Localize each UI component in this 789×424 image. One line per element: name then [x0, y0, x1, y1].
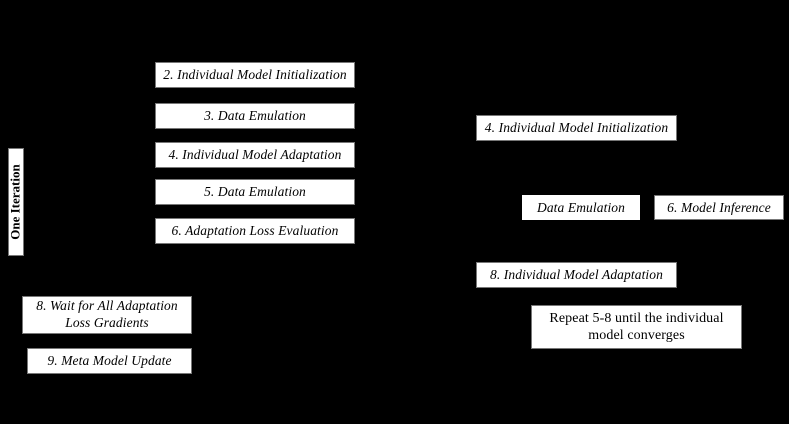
one-iteration-label: One Iteration — [8, 148, 24, 256]
step-data-emulation-5[interactable]: 5. Data Emulation — [155, 179, 355, 205]
note-repeat-until-converges[interactable]: Repeat 5-8 until the individual model co… — [531, 305, 742, 349]
step-data-emulation-dashed[interactable]: Data Emulation — [522, 195, 640, 220]
one-iteration-label-text: One Iteration — [8, 164, 23, 240]
step-adaptation-loss-evaluation-6[interactable]: 6. Adaptation Loss Evaluation — [155, 218, 355, 244]
step-individual-model-adaptation-4[interactable]: 4. Individual Model Adaptation — [155, 142, 355, 168]
step-model-inference-6[interactable]: 6. Model Inference — [654, 195, 784, 220]
step-data-emulation-3[interactable]: 3. Data Emulation — [155, 103, 355, 129]
step-meta-model-update-9[interactable]: 9. Meta Model Update — [27, 348, 192, 374]
step-individual-model-adaptation-8[interactable]: 8. Individual Model Adaptation — [476, 262, 677, 288]
step-individual-model-initialization-center[interactable]: 2. Individual Model Initialization — [155, 62, 355, 88]
step-wait-for-all-adaptation-loss-gradients-8[interactable]: 8. Wait for All Adaptation Loss Gradient… — [22, 296, 192, 334]
step-individual-model-initialization-right[interactable]: 4. Individual Model Initialization — [476, 115, 677, 141]
